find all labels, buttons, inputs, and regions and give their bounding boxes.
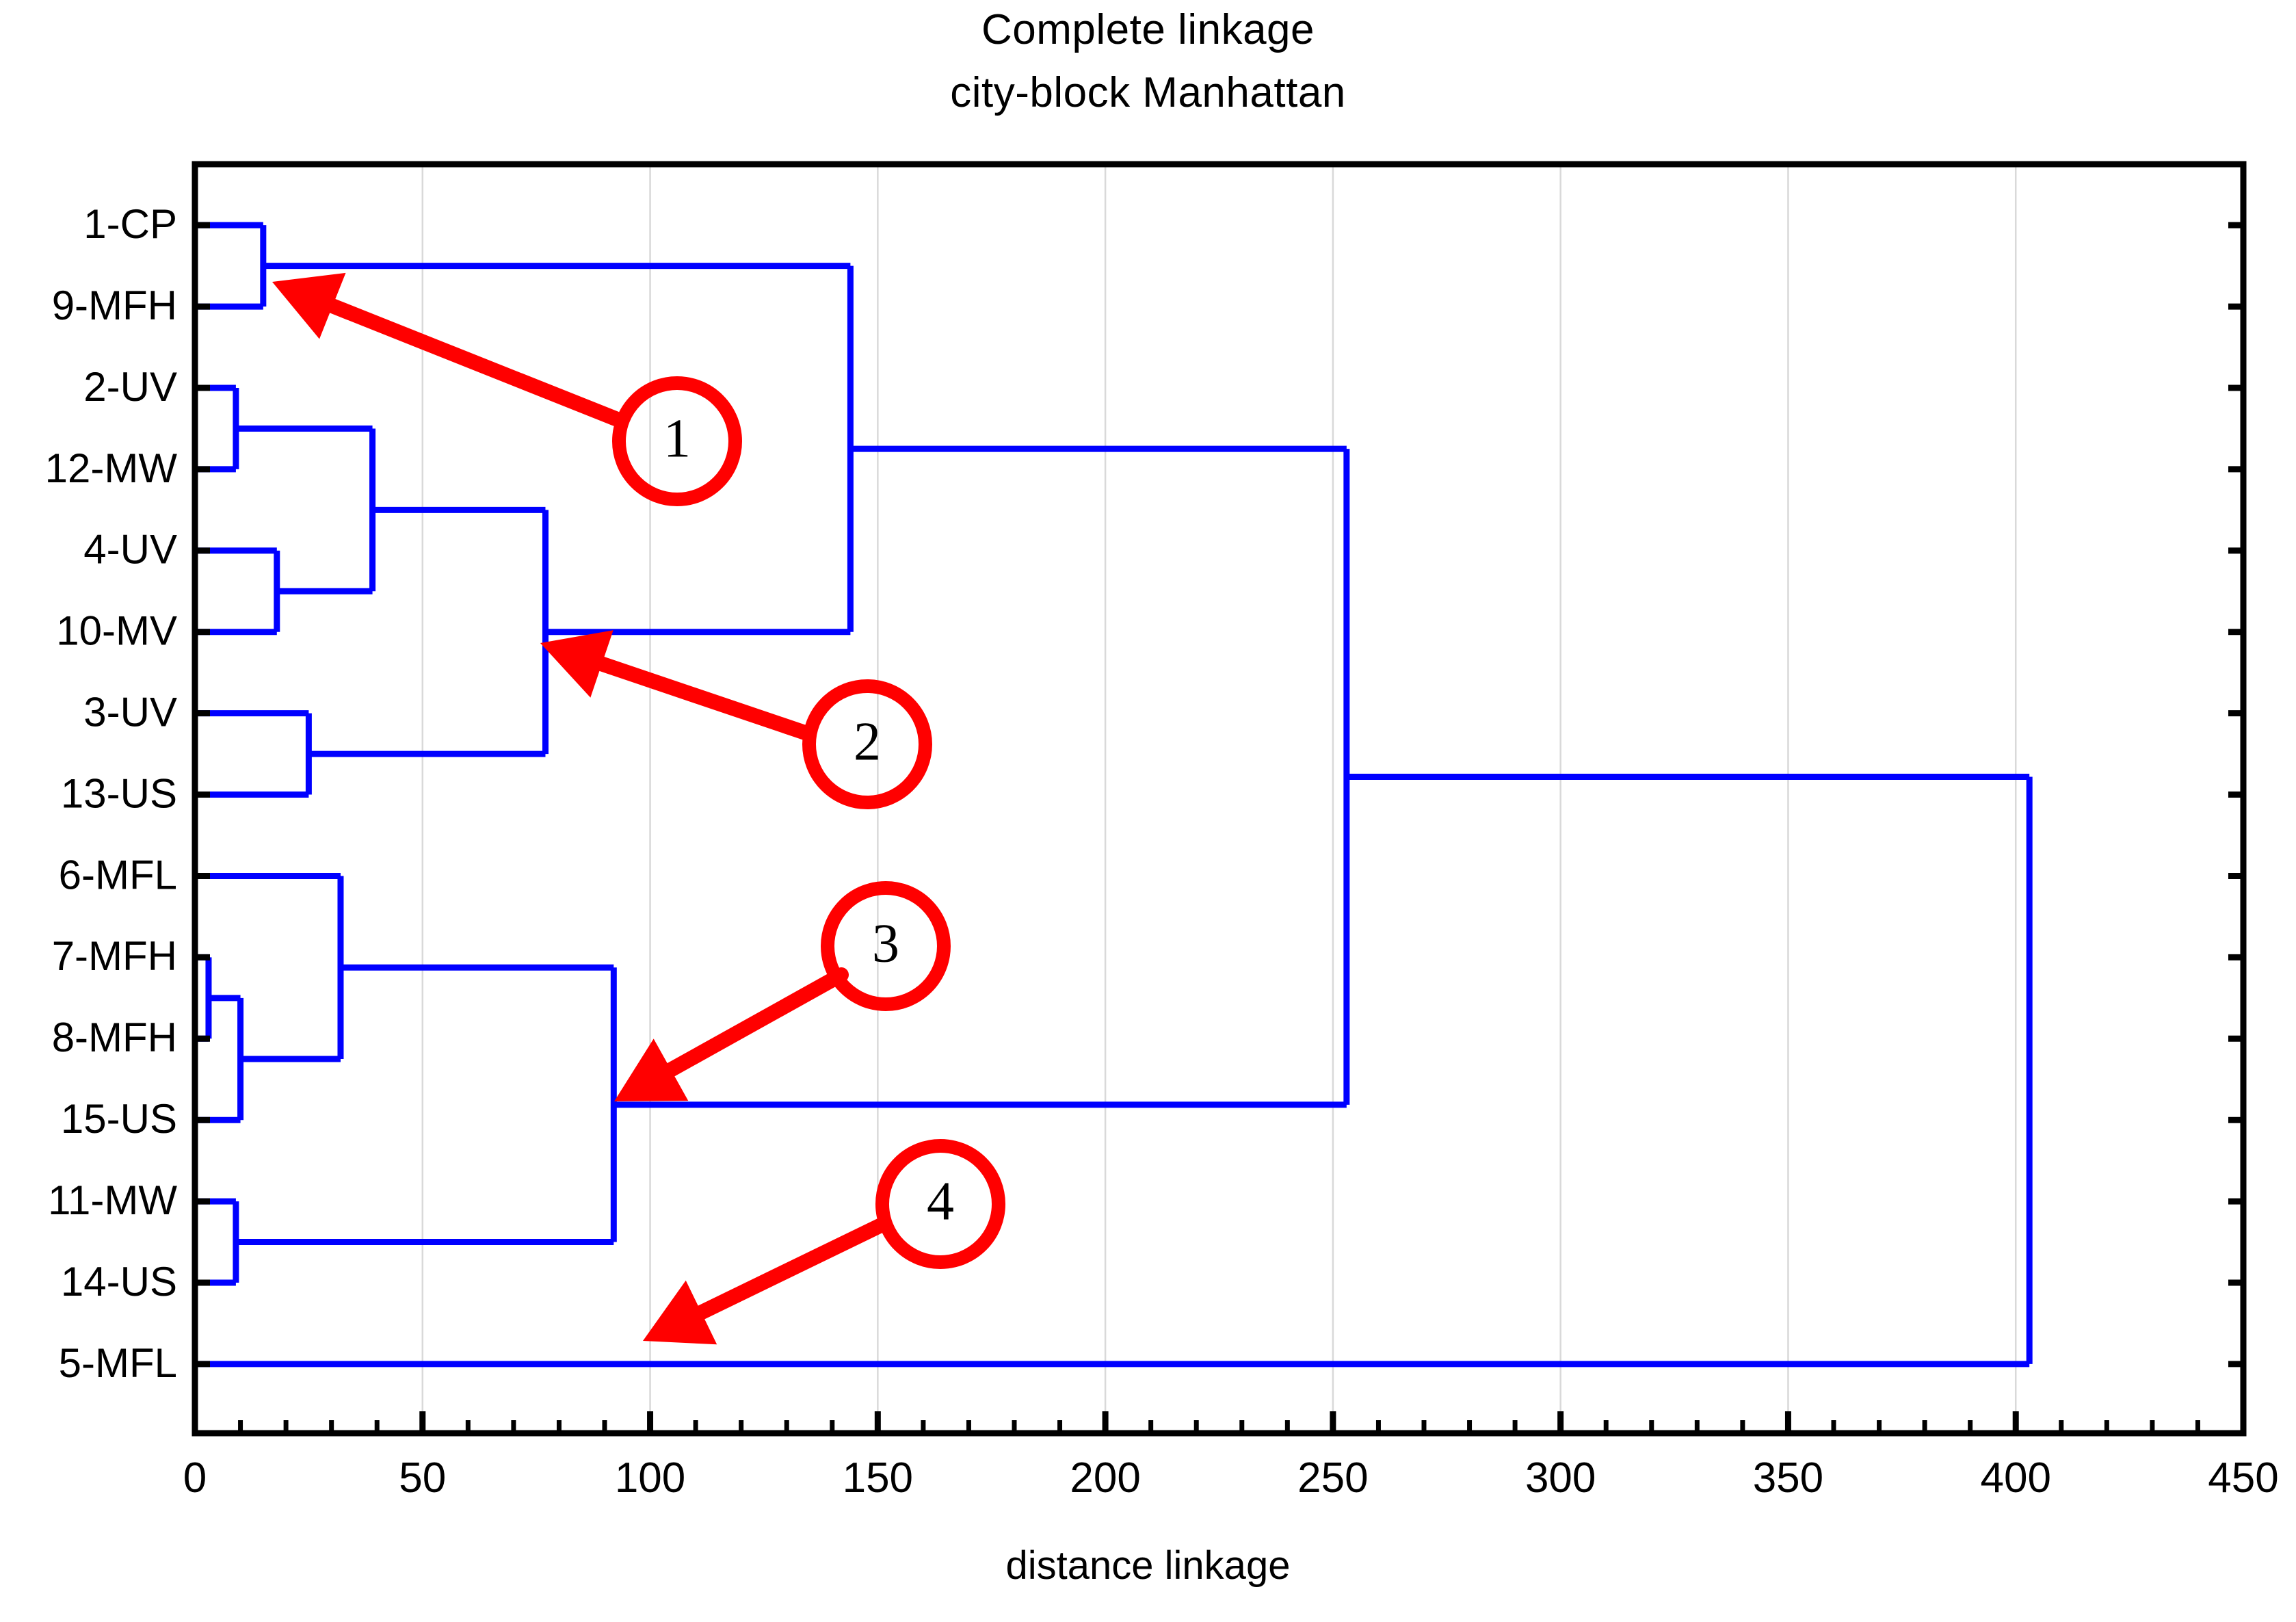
leaf-label-14-us: 14-US (61, 1259, 177, 1305)
annotation-circle (821, 881, 951, 1011)
annotation-arrow-shaft (694, 1217, 890, 1320)
leaf-label-2-uv: 2-UV (83, 364, 177, 410)
axis-frame-group (192, 161, 2247, 1437)
leaf-label-1-cp: 1-CP (83, 201, 177, 247)
leaf-label-8-mfh: 8-MFH (52, 1015, 177, 1060)
leaf-label-6-mfl: 6-MFL (59, 852, 177, 898)
leaf-label-5-mfl: 5-MFL (59, 1340, 177, 1386)
gridlines-group (421, 164, 2017, 1433)
x-tick-label: 250 (1297, 1454, 1368, 1502)
leaf-label-12-mw: 12-MW (45, 445, 178, 491)
leaf-label-15-us: 15-US (61, 1096, 177, 1142)
x-tick-label: 100 (615, 1454, 685, 1502)
x-axis-title: distance linkage (1005, 1543, 1291, 1588)
annotation-number-1: 1 (663, 408, 691, 469)
x-tick-label: 350 (1753, 1454, 1823, 1502)
annotation-number-4: 4 (927, 1171, 954, 1231)
annotation-arrow-shaft (325, 298, 623, 426)
leaf-label-7-mfh: 7-MFH (52, 933, 177, 979)
annotation-arrow-head (540, 630, 613, 698)
x-tick-label: 150 (843, 1454, 913, 1502)
annotation-arrow-head (614, 1038, 689, 1101)
x-tick-label: 0 (183, 1454, 207, 1502)
chart-title: Complete linkage (981, 6, 1315, 53)
axis-frame (192, 161, 2247, 1437)
y-axis-labels-group: 1-CP 9-MFH 2-UV 12-MW 4-UV 10-MV 3-UV 13-US 6-MF… (45, 201, 178, 1386)
chart-subtitle: city-block Manhattan (950, 69, 1346, 116)
annotation-arrow-shaft (594, 656, 815, 741)
x-tick-label: 400 (1980, 1454, 2050, 1502)
x-axis-tick-labels-group: 0 50 100 150 200 250 300 350 400 450 (183, 1454, 2279, 1502)
leaf-label-3-uv: 3-UV (83, 689, 177, 735)
dendrogram-links-group (195, 222, 2033, 1368)
x-tick-label: 50 (399, 1454, 446, 1502)
annotation-circle (802, 679, 932, 809)
leaf-label-4-uv: 4-UV (83, 527, 177, 573)
leaf-label-9-mfh: 9-MFH (52, 283, 177, 328)
axis-ticks-group (192, 222, 2247, 1433)
annotation-number-3: 3 (872, 913, 899, 973)
annotation-arrow-shaft (663, 967, 849, 1077)
annotation-circle (875, 1139, 1005, 1269)
leaf-label-10-mv: 10-MV (56, 608, 177, 654)
annotation-number-2: 2 (854, 711, 881, 772)
annotation-arrow-head (643, 1280, 717, 1345)
annotations-group: 1 2 3 4 (272, 272, 1005, 1345)
x-tick-label: 300 (1525, 1454, 1596, 1502)
leaf-label-13-us: 13-US (61, 770, 177, 816)
leaf-label-11-mw: 11-MW (48, 1177, 177, 1223)
x-tick-label: 200 (1070, 1454, 1140, 1502)
annotation-arrow-head (272, 272, 346, 339)
x-tick-label: 450 (2208, 1454, 2278, 1502)
annotation-circle (612, 376, 742, 506)
